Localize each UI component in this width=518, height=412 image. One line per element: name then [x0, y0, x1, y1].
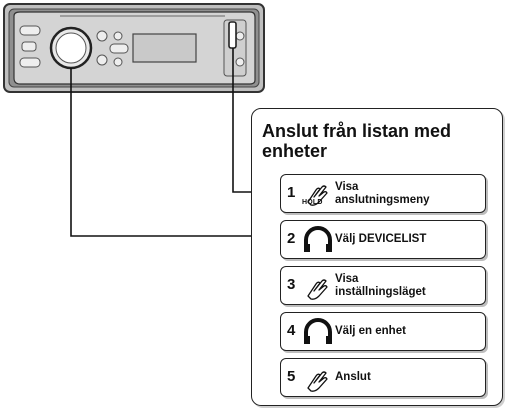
panel-title: Anslut från listan med enheter: [262, 121, 452, 161]
step-number: 2: [287, 230, 296, 247]
step-text: Välj DEVICELIST: [335, 233, 427, 245]
hold-label: HOLD: [302, 199, 323, 206]
unit-button-menu: [109, 43, 129, 54]
step-text: Anslut: [335, 371, 371, 383]
step-text: Visa anslutningsmeny: [335, 180, 430, 206]
hand-touch-icon: [307, 279, 328, 300]
rotary-knob-icon: [304, 226, 332, 252]
instruction-panel: Anslut från listan med enheter 1 HOLD Vi…: [251, 108, 503, 406]
step-number: 3: [287, 276, 296, 293]
step-text: Visa inställningsläget: [335, 272, 426, 298]
step-2: 2 Välj DEVICELIST: [280, 220, 486, 259]
step-number: 5: [287, 368, 296, 385]
step-number: 4: [287, 322, 296, 339]
rotary-knob-icon: [304, 318, 332, 344]
step-4: 4 Välj en enhet: [280, 312, 486, 351]
unit-display-button: [228, 21, 237, 49]
unit-display: [132, 33, 197, 63]
car-stereo-unit: [3, 3, 265, 93]
step-5: 5 Anslut: [280, 358, 486, 397]
step-3: 3 Visa inställningsläget: [280, 266, 486, 305]
step-1: 1 HOLD Visa anslutningsmeny: [280, 174, 486, 213]
hand-touch-hold-icon: [307, 185, 328, 206]
step-number: 1: [287, 184, 296, 201]
unit-button-band: [19, 57, 41, 68]
hand-touch-icon: [307, 371, 328, 392]
unit-button-src: [19, 25, 41, 36]
step-text: Välj en enhet: [335, 325, 406, 337]
